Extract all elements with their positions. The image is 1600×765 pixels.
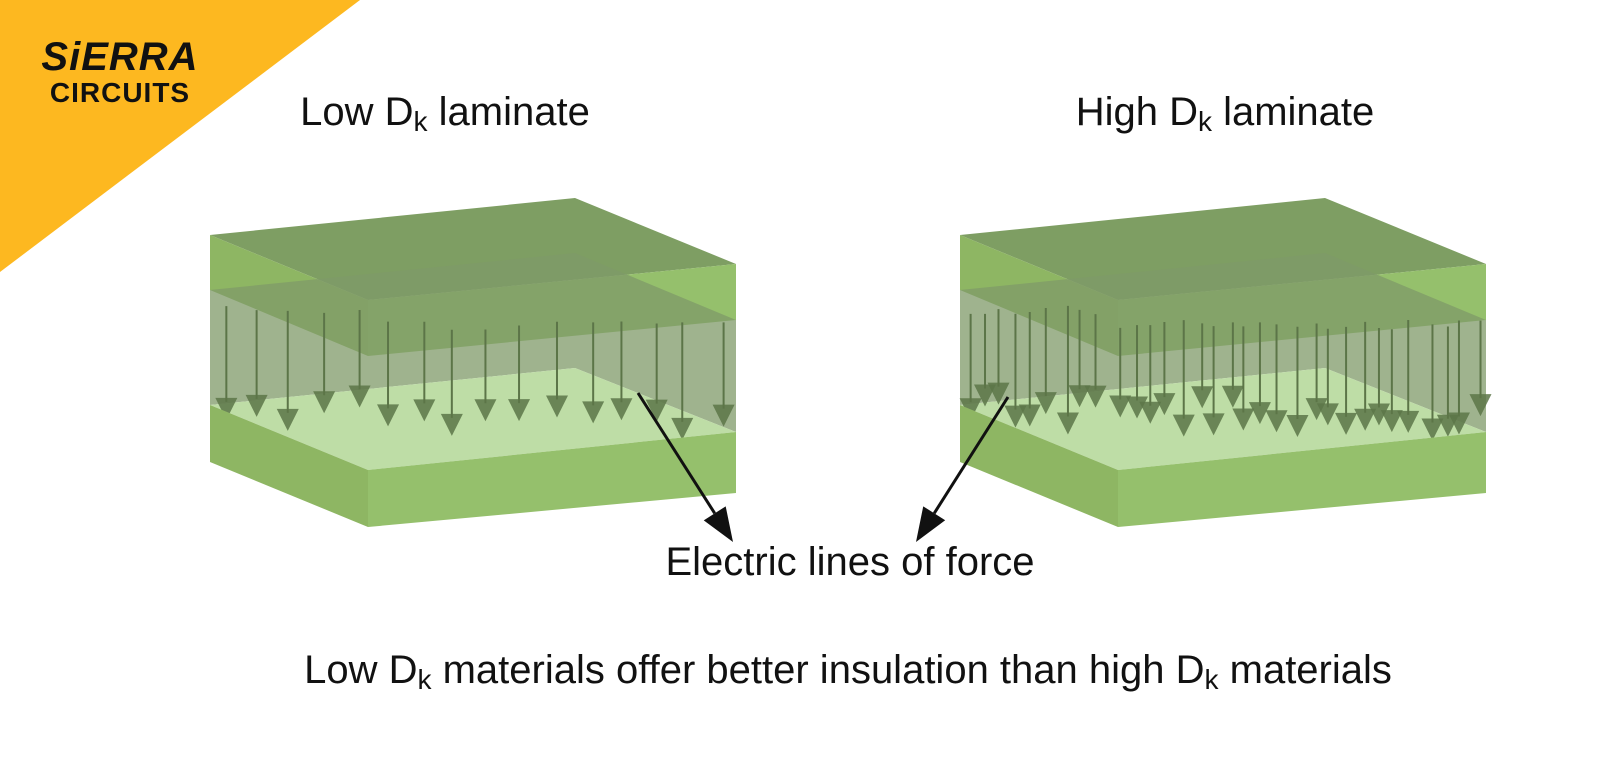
- field-line-arrowhead: [1172, 414, 1195, 437]
- field-line-arrowhead: [413, 399, 436, 422]
- panel-title-low: Low Dk laminate: [300, 90, 590, 137]
- field-line-arrowhead: [712, 404, 735, 427]
- brand-corner-triangle: [0, 0, 360, 272]
- field-line-arrowhead: [671, 417, 694, 440]
- field-line-arrowhead: [959, 398, 982, 421]
- bottom-slab-left-face: [210, 405, 368, 527]
- callout-line: [636, 392, 716, 515]
- field-line-arrowhead: [645, 399, 668, 422]
- callout-arrowhead: [703, 506, 733, 542]
- field-line-arrowhead: [987, 382, 1010, 405]
- field-line-arrowhead: [545, 395, 568, 418]
- field-line-arrowhead: [1316, 403, 1339, 426]
- field-line-arrowhead: [1139, 401, 1162, 424]
- field-line-arrowhead: [1153, 393, 1176, 416]
- field-line-arrowhead: [1248, 402, 1271, 425]
- field-line-arrowhead: [610, 398, 633, 421]
- field-line-arrowhead: [245, 394, 268, 417]
- logo-line-2: CIRCUITS: [50, 77, 190, 108]
- core-right-face: [575, 253, 736, 432]
- field-line-arrowhead: [1232, 408, 1255, 431]
- bottom-slab-front-face: [368, 432, 736, 527]
- laminate-block-high: [959, 198, 1492, 527]
- field-line-arrowhead: [1004, 405, 1027, 428]
- field-line-arrowhead: [1018, 404, 1041, 427]
- field-line-arrowhead: [1380, 410, 1403, 433]
- field-line-arrowhead: [1034, 392, 1057, 415]
- field-line-arrowhead: [1084, 385, 1107, 408]
- field-line-arrowhead: [215, 397, 238, 420]
- field-line-arrowhead: [1469, 394, 1492, 417]
- core-right-face: [1325, 253, 1486, 432]
- bottom-slab-front-face: [1118, 432, 1486, 527]
- field-line-arrowhead: [1367, 403, 1390, 426]
- logo-line-1: SiERRA: [41, 35, 198, 79]
- field-line-arrowhead: [1221, 385, 1244, 408]
- field-line-arrowhead: [1335, 412, 1358, 435]
- field-line-arrowhead: [1421, 418, 1444, 441]
- core-back-face: [210, 253, 575, 405]
- caption: Low Dk materials offer better insulation…: [304, 648, 1392, 695]
- callout-arrows: [636, 392, 1010, 542]
- sierra-circuits-logo: SiERRA CIRCUITS: [41, 35, 198, 108]
- laminate-block-low: [210, 198, 736, 527]
- field-line-arrowhead: [276, 408, 299, 431]
- field-line-arrowhead: [440, 413, 463, 436]
- callout-label: Electric lines of force: [665, 540, 1034, 584]
- field-line-arrowhead: [377, 404, 400, 427]
- field-line-arrowhead: [582, 401, 605, 424]
- field-line-arrowhead: [1354, 408, 1377, 431]
- field-line-arrowhead: [1202, 413, 1225, 436]
- bottom-slab-top-face: [210, 368, 736, 470]
- field-line-arrowhead: [1265, 410, 1288, 433]
- callout-line: [932, 396, 1010, 515]
- field-line-arrowhead: [1056, 412, 1079, 435]
- field-line-arrowhead: [1447, 412, 1470, 435]
- field-line-arrowhead: [1191, 386, 1214, 409]
- bottom-slab-left-face: [960, 405, 1118, 527]
- field-line-arrowhead: [974, 384, 997, 407]
- field-line-arrowhead: [313, 391, 336, 414]
- field-line-arrowhead: [348, 385, 371, 408]
- field-line-arrowhead: [474, 399, 497, 422]
- panel-title-high: High Dk laminate: [1076, 90, 1375, 137]
- field-line-arrowhead: [1397, 410, 1420, 433]
- field-line-arrowhead: [508, 399, 531, 422]
- field-line-arrowhead: [1068, 385, 1091, 408]
- field-line-arrowhead: [1109, 395, 1132, 418]
- field-line-arrowhead: [1286, 414, 1309, 437]
- callout-arrowhead: [916, 506, 946, 542]
